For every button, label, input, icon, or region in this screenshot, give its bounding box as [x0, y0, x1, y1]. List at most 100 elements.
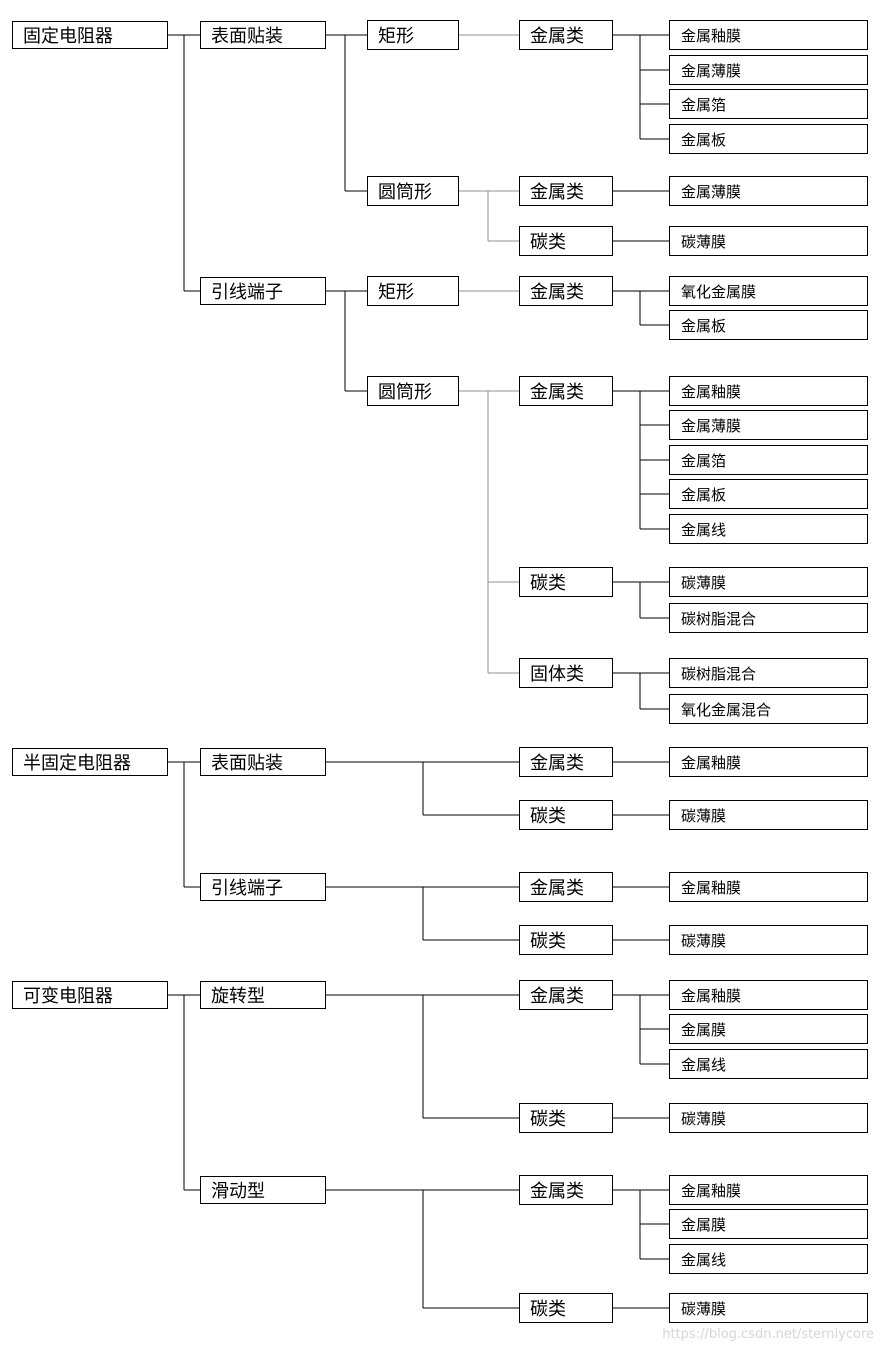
film-box-0-0-0-0-0-label: 金属釉膜	[681, 26, 742, 45]
film-box-0-1-0-0-0: 氧化金属膜	[669, 276, 868, 306]
category-box-1: 半固定电阻器	[12, 748, 168, 776]
film-box-0-1-0-0-1: 金属板	[669, 310, 868, 340]
mount-box-2-0-label: 旋转型	[211, 986, 265, 1007]
film-box-0-0-0-0-3: 金属板	[669, 124, 868, 154]
material-box-1-0-0: 金属类	[519, 747, 613, 777]
material-box-2-1-1-label: 碳类	[530, 1299, 566, 1320]
material-box-2-1-0-label: 金属类	[530, 1181, 584, 1202]
film-box-0-1-1-2-1: 氧化金属混合	[669, 694, 868, 724]
film-box-0-1-1-0-0-label: 金属釉膜	[681, 382, 742, 401]
film-box-1-0-0-0-label: 金属釉膜	[681, 753, 742, 772]
mount-box-2-1: 滑动型	[200, 1176, 326, 1204]
film-box-0-1-1-2-0: 碳树脂混合	[669, 658, 868, 688]
film-box-1-1-0-0-label: 金属釉膜	[681, 878, 742, 897]
film-box-1-0-1-0: 碳薄膜	[669, 800, 868, 830]
film-box-2-1-0-2-label: 金属线	[681, 1250, 727, 1269]
film-box-0-0-0-0-1: 金属薄膜	[669, 55, 868, 85]
film-box-2-0-1-0-label: 碳薄膜	[681, 1109, 727, 1128]
mount-box-0-0-label: 表面贴装	[211, 26, 283, 47]
material-box-1-1-0: 金属类	[519, 872, 613, 902]
film-box-0-1-1-0-1: 金属薄膜	[669, 410, 868, 440]
film-box-0-0-0-0-0: 金属釉膜	[669, 20, 868, 50]
film-box-0-1-1-0-0: 金属釉膜	[669, 376, 868, 406]
film-box-0-0-1-1-0-label: 碳薄膜	[681, 232, 727, 251]
material-box-2-0-0: 金属类	[519, 980, 613, 1010]
material-box-0-0-1-0: 金属类	[519, 176, 613, 206]
material-box-0-1-1-2-label: 固体类	[530, 664, 584, 685]
film-box-0-0-1-0-0: 金属薄膜	[669, 176, 868, 206]
material-box-2-1-0: 金属类	[519, 1175, 613, 1205]
film-box-1-0-0-0: 金属釉膜	[669, 747, 868, 777]
film-box-2-0-0-0-label: 金属釉膜	[681, 986, 742, 1005]
mount-box-1-0: 表面贴装	[200, 748, 326, 776]
material-box-0-1-0-0: 金属类	[519, 276, 613, 306]
material-box-2-0-1-label: 碳类	[530, 1109, 566, 1130]
shape-box-0-1-0-label: 矩形	[378, 282, 414, 303]
mount-box-0-1-label: 引线端子	[211, 282, 283, 303]
film-box-0-0-0-0-2-label: 金属箔	[681, 95, 727, 114]
film-box-0-1-1-2-0-label: 碳树脂混合	[681, 664, 757, 683]
material-box-1-0-1-label: 碳类	[530, 806, 566, 827]
mount-box-1-1-label: 引线端子	[211, 878, 283, 899]
film-box-1-1-0-0: 金属釉膜	[669, 872, 868, 902]
category-box-0: 固定电阻器	[12, 21, 168, 49]
film-box-0-1-1-1-0-label: 碳薄膜	[681, 573, 727, 592]
film-box-2-0-0-1-label: 金属膜	[681, 1020, 727, 1039]
film-box-1-1-1-0-label: 碳薄膜	[681, 931, 727, 950]
film-box-0-1-1-0-1-label: 金属薄膜	[681, 416, 742, 435]
material-box-0-0-1-1-label: 碳类	[530, 232, 566, 253]
mount-box-0-0: 表面贴装	[200, 21, 326, 49]
film-box-2-0-1-0: 碳薄膜	[669, 1103, 868, 1133]
material-box-1-1-0-label: 金属类	[530, 878, 584, 899]
mount-box-1-1: 引线端子	[200, 873, 326, 901]
film-box-0-0-0-0-1-label: 金属薄膜	[681, 61, 742, 80]
film-box-2-0-0-1: 金属膜	[669, 1014, 868, 1044]
film-box-0-1-1-1-1: 碳树脂混合	[669, 603, 868, 633]
material-box-2-0-0-label: 金属类	[530, 986, 584, 1007]
material-box-1-0-1: 碳类	[519, 800, 613, 830]
shape-box-0-0-1: 圆筒形	[367, 176, 459, 206]
mount-box-1-0-label: 表面贴装	[211, 753, 283, 774]
material-box-0-0-1-0-label: 金属类	[530, 182, 584, 203]
film-box-2-1-0-0: 金属釉膜	[669, 1175, 868, 1205]
material-box-1-1-1: 碳类	[519, 925, 613, 955]
material-box-0-1-1-2: 固体类	[519, 658, 613, 688]
mount-box-2-1-label: 滑动型	[211, 1181, 265, 1202]
mount-box-2-0: 旋转型	[200, 981, 326, 1009]
film-box-2-1-0-1: 金属膜	[669, 1209, 868, 1239]
mount-box-0-1: 引线端子	[200, 277, 326, 305]
material-box-2-1-1: 碳类	[519, 1293, 613, 1323]
film-box-2-1-1-0-label: 碳薄膜	[681, 1299, 727, 1318]
film-box-0-1-1-1-1-label: 碳树脂混合	[681, 609, 757, 628]
film-box-2-0-0-0: 金属釉膜	[669, 980, 868, 1010]
material-box-1-1-1-label: 碳类	[530, 931, 566, 952]
category-box-1-label: 半固定电阻器	[23, 753, 131, 774]
shape-box-0-1-0: 矩形	[367, 276, 459, 306]
film-box-1-0-1-0-label: 碳薄膜	[681, 806, 727, 825]
film-box-0-0-1-0-0-label: 金属薄膜	[681, 182, 742, 201]
material-box-0-0-0-0: 金属类	[519, 20, 613, 50]
film-box-0-1-1-0-3: 金属板	[669, 479, 868, 509]
film-box-0-1-1-2-1-label: 氧化金属混合	[681, 700, 772, 719]
film-box-2-0-0-2: 金属线	[669, 1049, 868, 1079]
material-box-1-0-0-label: 金属类	[530, 753, 584, 774]
film-box-2-1-0-1-label: 金属膜	[681, 1215, 727, 1234]
material-box-0-1-1-0-label: 金属类	[530, 382, 584, 403]
material-box-0-1-1-1: 碳类	[519, 567, 613, 597]
film-box-0-1-1-0-4: 金属线	[669, 514, 868, 544]
film-box-0-1-1-0-3-label: 金属板	[681, 485, 727, 504]
material-box-2-0-1: 碳类	[519, 1103, 613, 1133]
material-box-0-0-1-1: 碳类	[519, 226, 613, 256]
category-box-0-label: 固定电阻器	[23, 26, 113, 47]
film-box-2-1-1-0: 碳薄膜	[669, 1293, 868, 1323]
film-box-2-1-0-2: 金属线	[669, 1244, 868, 1274]
film-box-0-1-1-0-2-label: 金属箔	[681, 451, 727, 470]
material-box-0-1-0-0-label: 金属类	[530, 282, 584, 303]
category-box-2-label: 可变电阻器	[23, 986, 113, 1007]
material-box-0-0-0-0-label: 金属类	[530, 26, 584, 47]
shape-box-0-1-1-label: 圆筒形	[378, 382, 432, 403]
film-box-0-1-0-0-0-label: 氧化金属膜	[681, 282, 757, 301]
film-box-0-0-0-0-3-label: 金属板	[681, 130, 727, 149]
watermark: https://blog.csdn.net/sternlycore	[662, 1327, 874, 1342]
